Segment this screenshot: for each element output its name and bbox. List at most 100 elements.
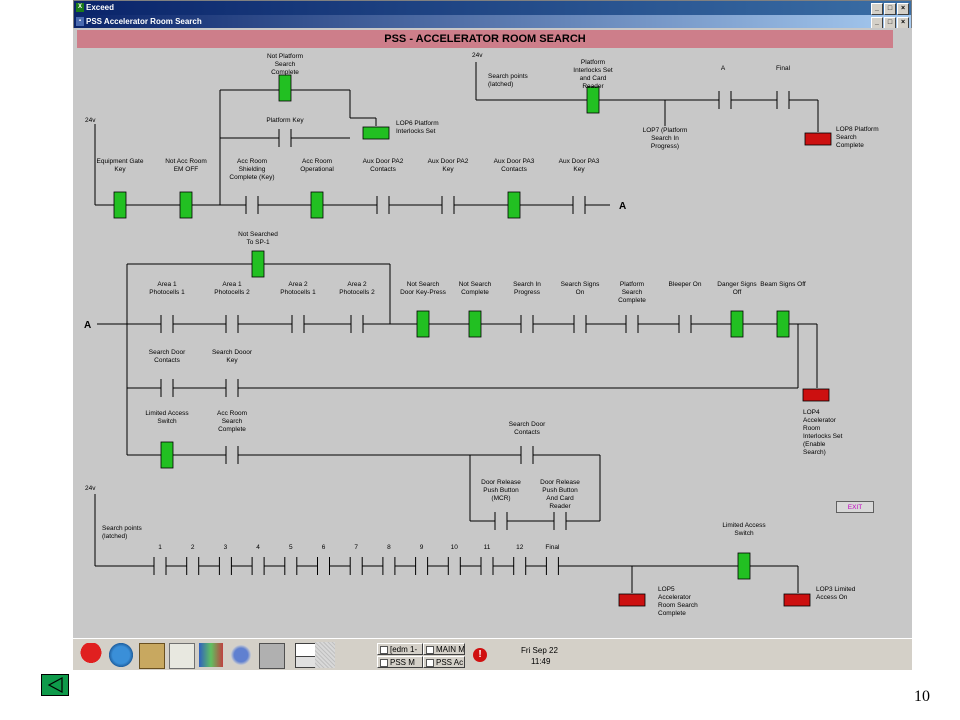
files-icon[interactable] bbox=[139, 643, 165, 669]
search-point-label-11: 12 bbox=[516, 544, 524, 551]
globe-icon[interactable] bbox=[109, 643, 133, 667]
search-point-5-gap bbox=[317, 557, 330, 575]
terminal-icon[interactable] bbox=[295, 656, 317, 668]
junction-a-right: A bbox=[619, 201, 626, 212]
close-button[interactable]: × bbox=[897, 3, 909, 15]
rung2-contact-5 bbox=[468, 310, 482, 338]
rung2-contact-10 bbox=[730, 310, 744, 338]
rung1-contact-6 bbox=[507, 191, 521, 219]
platform-key-contact-gap bbox=[279, 129, 291, 147]
rung2-contact-11 bbox=[776, 310, 790, 338]
tr-a-contact-gap bbox=[719, 91, 731, 109]
search-point-10-gap bbox=[481, 557, 493, 575]
redhat-icon[interactable] bbox=[79, 643, 103, 667]
search-point-8-gap bbox=[415, 557, 428, 575]
disk-icon[interactable] bbox=[229, 643, 253, 667]
search-point-2-gap bbox=[219, 557, 232, 575]
search-point-label-12: Final bbox=[545, 544, 560, 551]
window-menu-icon[interactable]: ▪ bbox=[76, 17, 84, 26]
search-point-9-gap bbox=[448, 557, 461, 575]
back-arrow-icon bbox=[47, 676, 63, 694]
alert-icon[interactable]: ! bbox=[473, 648, 487, 662]
search-door-key-gap bbox=[226, 379, 238, 397]
search-point-3-gap bbox=[252, 557, 265, 575]
rung1-contact-1 bbox=[179, 191, 193, 219]
chart-icon[interactable] bbox=[199, 643, 223, 667]
search-point-label-10: 11 bbox=[484, 544, 491, 551]
papers-icon[interactable] bbox=[169, 643, 195, 669]
task-edm[interactable]: [edm 1- bbox=[377, 643, 423, 655]
search-door-contacts-gap bbox=[161, 379, 173, 397]
rung1-contact-7-gap bbox=[573, 196, 585, 214]
inner-minimize-button[interactable]: _ bbox=[871, 17, 883, 29]
voltage-label-1: 24v bbox=[85, 117, 96, 124]
search-point-label-3: 4 bbox=[256, 544, 260, 551]
task-pss-m[interactable]: PSS M bbox=[377, 656, 423, 668]
rung1-contact-3 bbox=[310, 191, 324, 219]
printer-icon[interactable] bbox=[259, 643, 285, 669]
search-point-label-9: 10 bbox=[451, 544, 459, 551]
tr-final-contact-gap bbox=[777, 91, 789, 109]
r3-search-points-label: Search points(latched) bbox=[102, 525, 142, 540]
rung1-contact-5-gap bbox=[442, 196, 454, 214]
maximize-button[interactable]: □ bbox=[884, 3, 896, 15]
search-point-label-1: 2 bbox=[191, 544, 195, 551]
tr-platform-interlocks-contact bbox=[586, 86, 600, 114]
task-pss-ac[interactable]: PSS Ac bbox=[423, 656, 465, 668]
search-point-12-gap bbox=[546, 557, 559, 575]
back-button[interactable] bbox=[41, 674, 69, 696]
tr-final-label: Final bbox=[776, 65, 791, 72]
search-point-1-gap bbox=[186, 557, 199, 575]
exit-button[interactable]: EXIT bbox=[836, 501, 874, 513]
search-point-label-0: 1 bbox=[158, 544, 162, 551]
task-main[interactable]: MAIN M bbox=[423, 643, 465, 655]
acc-room-search-contact-gap bbox=[226, 446, 238, 464]
exceed-icon: X bbox=[76, 3, 84, 12]
not-platform-contact bbox=[278, 74, 292, 102]
outer-title-bar: X Exceed _ □ × bbox=[74, 1, 911, 15]
rung2-contact-3-gap bbox=[351, 315, 363, 333]
pager-icon[interactable] bbox=[315, 642, 335, 668]
search-point-11-gap bbox=[513, 557, 526, 575]
lop3-lamp bbox=[783, 593, 811, 607]
search-point-label-8: 9 bbox=[420, 544, 424, 551]
lop8-lamp bbox=[804, 132, 832, 146]
screen-icon[interactable] bbox=[295, 643, 317, 657]
voltage-label-3: 24v bbox=[85, 485, 96, 492]
platform-key-label: Platform Key bbox=[266, 117, 304, 124]
minimize-button[interactable]: _ bbox=[871, 3, 883, 15]
rung1-contact-2-gap bbox=[246, 196, 258, 214]
lop4-lamp bbox=[802, 388, 830, 402]
not-searched-contact bbox=[251, 250, 265, 278]
lop6-indicator bbox=[362, 126, 390, 140]
tr-a-label: A bbox=[721, 65, 726, 72]
lop5-lamp bbox=[618, 593, 646, 607]
rung2-label-11: Beam Signs Off bbox=[760, 281, 806, 288]
tr-search-points-label: Search points(latched) bbox=[488, 73, 528, 88]
